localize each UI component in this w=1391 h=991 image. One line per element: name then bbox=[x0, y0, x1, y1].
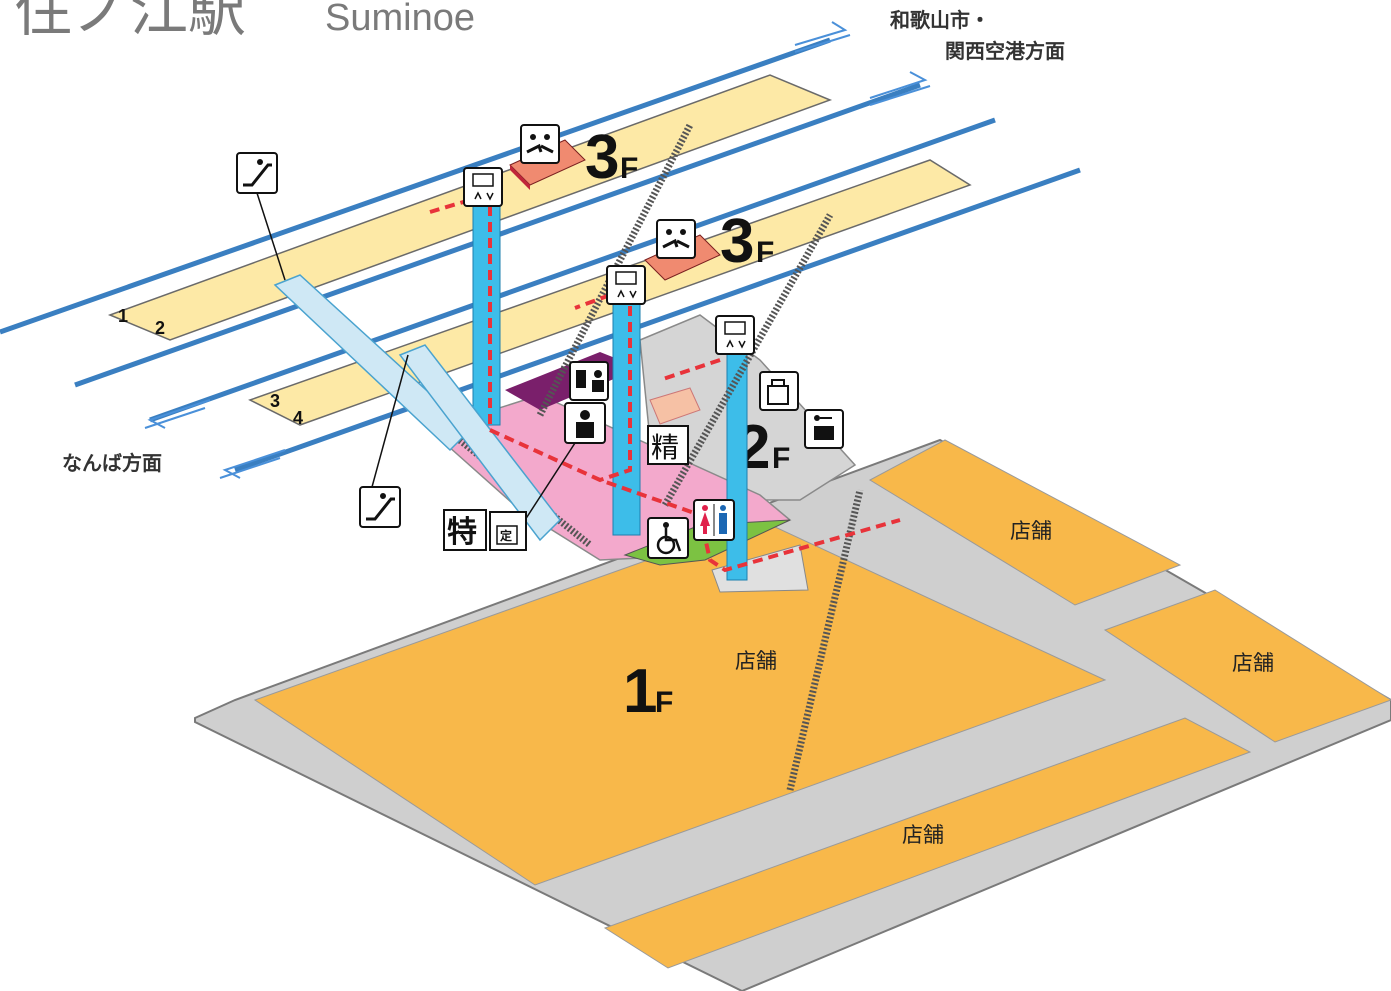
shop-label-right: 店舗 bbox=[1232, 651, 1274, 675]
station-name-en: Suminoe bbox=[325, 0, 475, 39]
floor-3f-lower-number: 3 bbox=[720, 207, 754, 276]
shop-label-upper-right: 店舗 bbox=[1010, 519, 1052, 543]
arrow-north-1 bbox=[794, 21, 851, 53]
platform-number-2: 2 bbox=[155, 318, 165, 338]
shop-central bbox=[253, 519, 1107, 886]
upper-platform-group bbox=[0, 37, 921, 388]
floor-label-3f-upper: 3 F bbox=[585, 123, 638, 192]
commuter-pass-sign: 定 bbox=[489, 511, 527, 551]
wheelchair-icon bbox=[647, 517, 689, 559]
commuter-text: 定 bbox=[500, 528, 512, 543]
shop-label-central: 店舗 bbox=[735, 649, 777, 673]
escalator-icon bbox=[236, 152, 286, 281]
escalator-lower bbox=[398, 344, 561, 542]
floor-3f-upper-unit: F bbox=[620, 152, 638, 185]
floor-label-1f: 1 F bbox=[623, 657, 673, 726]
floor-1f-number: 1 bbox=[623, 657, 657, 726]
shop-right bbox=[1103, 589, 1391, 743]
escalator-icon bbox=[359, 354, 409, 528]
2f-gate-row bbox=[649, 387, 701, 425]
direction-north-line2: 関西空港方面 bbox=[945, 39, 1065, 63]
express-text: 特 bbox=[447, 515, 477, 550]
route-lower bbox=[599, 290, 632, 482]
station-name-jp: 住ノ江駅 bbox=[14, 0, 246, 44]
track-1 bbox=[0, 37, 831, 335]
floor-3f-lower-unit: F bbox=[756, 236, 774, 269]
elevator-icon bbox=[715, 315, 755, 355]
route-stub-3 bbox=[659, 358, 721, 382]
arrow-south-1 bbox=[144, 399, 211, 429]
shop-bottom bbox=[603, 717, 1252, 969]
arrow-north-2 bbox=[869, 71, 931, 106]
elevator-shaft-upper bbox=[472, 194, 501, 426]
elevator-icon bbox=[463, 167, 503, 207]
floor-2f-unit: F bbox=[772, 442, 790, 475]
track-4 bbox=[234, 167, 1081, 473]
floor-1f-unit: F bbox=[655, 686, 673, 719]
waiting-room-icon bbox=[520, 124, 560, 164]
floor-3f-upper-number: 3 bbox=[585, 123, 619, 192]
waiting-room-icon bbox=[656, 219, 696, 259]
shop-upper-right bbox=[868, 439, 1182, 606]
route-stub-2 bbox=[574, 293, 611, 310]
fare-adjustment-sign: 精 bbox=[647, 425, 689, 465]
direction-north-line1: 和歌山市・ bbox=[890, 8, 990, 32]
elevator-icon bbox=[606, 265, 646, 305]
shop-label-bottom: 店舗 bbox=[902, 823, 944, 847]
floor-label-3f-lower: 3 F bbox=[720, 207, 774, 276]
arrow-south-2 bbox=[219, 449, 286, 479]
ticket-machine-icon bbox=[569, 361, 609, 401]
floor-1f bbox=[194, 438, 1391, 991]
elevator-shaft-lower bbox=[612, 299, 641, 536]
platform-number-3: 3 bbox=[270, 391, 280, 411]
restroom-icon bbox=[693, 499, 735, 541]
station-staff-icon bbox=[524, 402, 606, 521]
stair-1f-to-2f bbox=[786, 489, 864, 791]
platform-number-1: 1 bbox=[118, 306, 128, 326]
fare-adjust-text: 精 bbox=[651, 431, 679, 464]
stair-upper-platform bbox=[536, 123, 694, 417]
coin-locker-icon bbox=[804, 409, 844, 449]
platform-number-4: 4 bbox=[293, 408, 303, 428]
express-ticket-sign: 特 bbox=[443, 509, 487, 551]
shop-bag-icon bbox=[759, 371, 799, 411]
direction-south: なんば方面 bbox=[62, 451, 162, 475]
track-3 bbox=[149, 117, 996, 423]
